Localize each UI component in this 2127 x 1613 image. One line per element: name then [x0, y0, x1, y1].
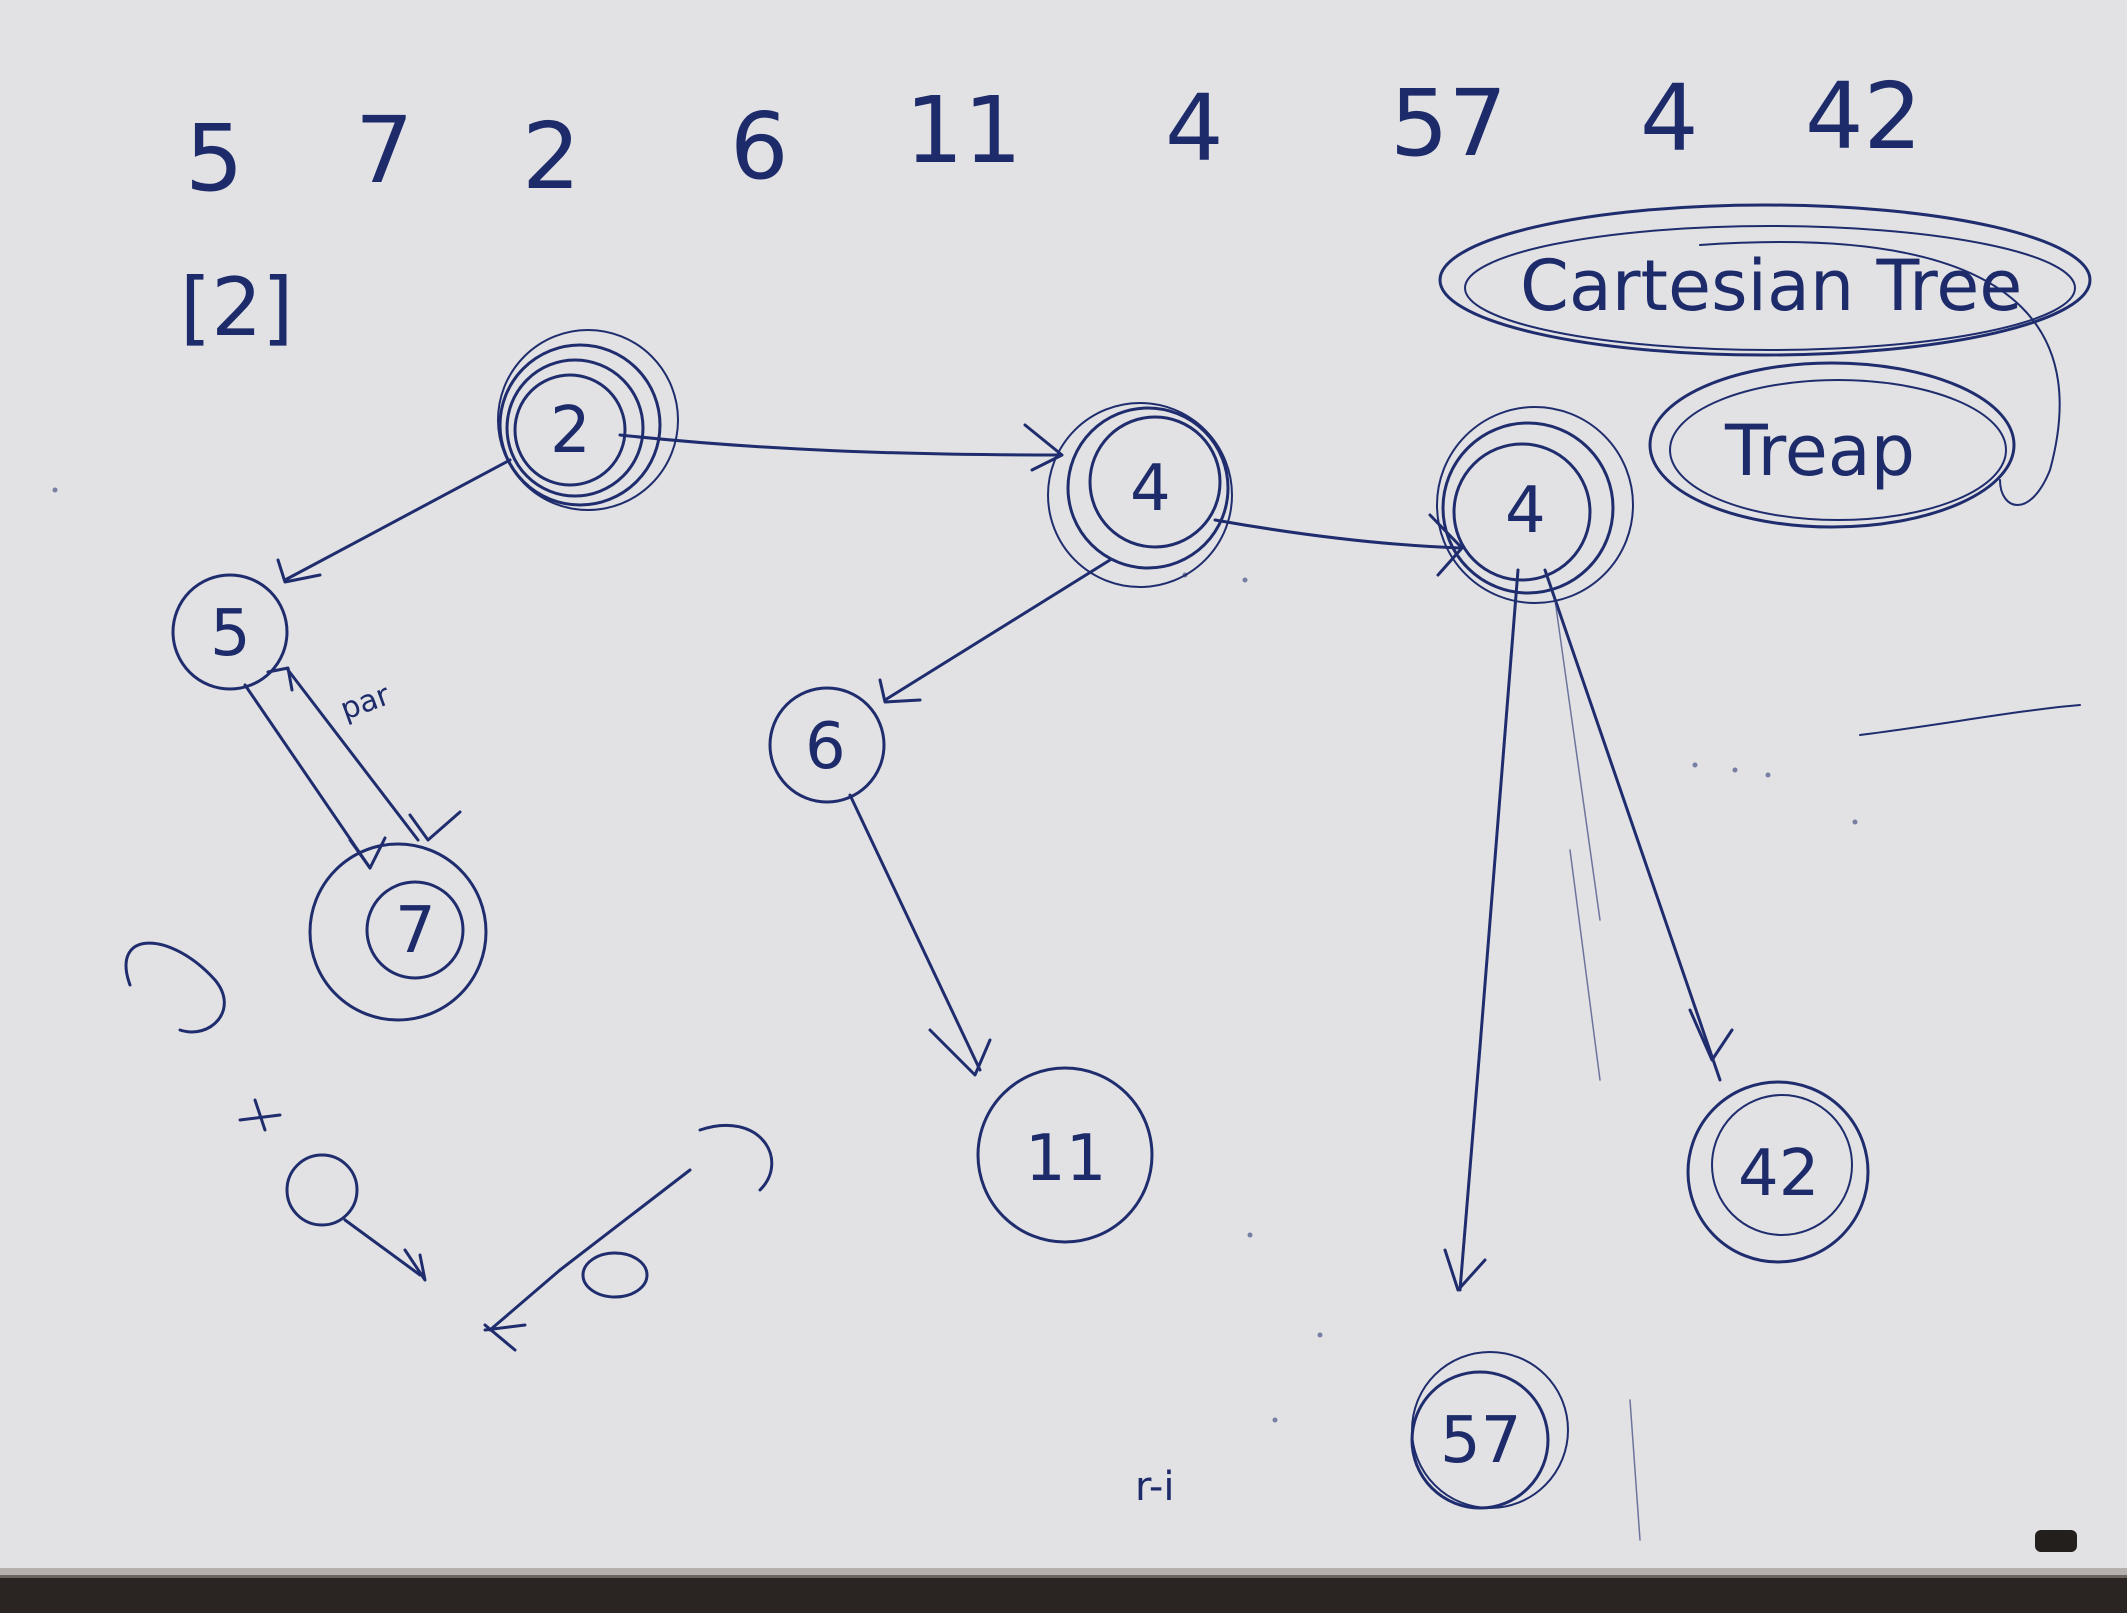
node-7: 7: [308, 842, 488, 1022]
seq-item-5: 11: [905, 77, 1022, 184]
scribble-arrows: [124, 941, 774, 1352]
seq-item-1: 5: [185, 105, 244, 212]
arrowhead-par: [266, 666, 294, 692]
ri-note: r-i: [1135, 1464, 1174, 1510]
number-sequence: 5 7 2 6 11 4 57 4 42: [185, 63, 1922, 212]
node-42: 42: [1686, 1080, 1870, 1264]
node-57-value: 57: [1440, 1404, 1521, 1478]
node-11: 11: [976, 1066, 1154, 1244]
guide-line-3: [1629, 1399, 1641, 1541]
seq-item-4: 6: [730, 93, 789, 200]
stray-stroke: [1859, 704, 2081, 736]
node-7-value: 7: [395, 894, 436, 968]
treap-text: Treap: [1724, 410, 1915, 492]
seq-item-6: 4: [1165, 75, 1224, 182]
node-root: 2: [497, 329, 679, 511]
node-4b: 4: [1436, 406, 1634, 604]
edge-5-to-7: [243, 683, 372, 870]
seq-item-3: 2: [522, 103, 581, 210]
treap-label: Treap: [1648, 361, 2016, 529]
seq-item-8: 4: [1640, 65, 1699, 172]
node-5: 5: [171, 573, 289, 691]
edge-4b-to-42: [1543, 568, 1722, 1082]
edge-6-to-11: [848, 793, 982, 1072]
node-root-value: 2: [550, 394, 591, 468]
arrowhead-4a: [1023, 423, 1064, 472]
arrowhead-7: [348, 836, 387, 870]
arrowhead-6: [878, 678, 922, 704]
arrowhead-42: [1688, 1008, 1734, 1062]
board-bottom-frame: [0, 1575, 2127, 1613]
seq-item-7: 57: [1390, 70, 1507, 177]
guide-line-1: [1554, 599, 1601, 921]
node-57: 57: [1410, 1351, 1569, 1510]
node-6: 6: [768, 686, 886, 804]
cartesian-tree-connector: [1699, 241, 2061, 506]
cartesian-tree-label: Cartesian Tree: [1438, 203, 2092, 357]
edge-root-to-5: [283, 458, 512, 582]
arrowhead-57: [1443, 1248, 1487, 1292]
board-dust: [52, 487, 1858, 1423]
edge-7-to-5-parent: [286, 668, 420, 842]
cartesian-tree-text: Cartesian Tree: [1520, 245, 2022, 327]
arrowhead-par-2: [408, 810, 462, 842]
node-42-value: 42: [1738, 1137, 1819, 1211]
edge-4b-to-57: [1458, 568, 1520, 1292]
edge-4a-to-6: [883, 558, 1112, 702]
node-5-value: 5: [210, 597, 251, 671]
node-11-value: 11: [1025, 1122, 1106, 1196]
edge-root-to-4a: [618, 433, 1062, 457]
node-4a-value: 4: [1130, 452, 1171, 526]
edge-4a-to-4b: [1213, 518, 1462, 550]
guide-line-2: [1569, 849, 1601, 1081]
node-6-value: 6: [805, 710, 846, 784]
arrowhead-5: [276, 558, 322, 584]
board-magnet: [2035, 1530, 2077, 1552]
seq-item-2: 7: [355, 97, 414, 204]
arrowhead-11: [928, 1028, 992, 1077]
arrowhead-4b: [1428, 513, 1464, 577]
node-4a: 4: [1047, 402, 1233, 588]
stack-note: [2]: [180, 261, 293, 354]
seq-item-9: 42: [1805, 63, 1922, 170]
node-4b-value: 4: [1505, 474, 1546, 548]
board-tray-edge: [0, 1568, 2127, 1578]
